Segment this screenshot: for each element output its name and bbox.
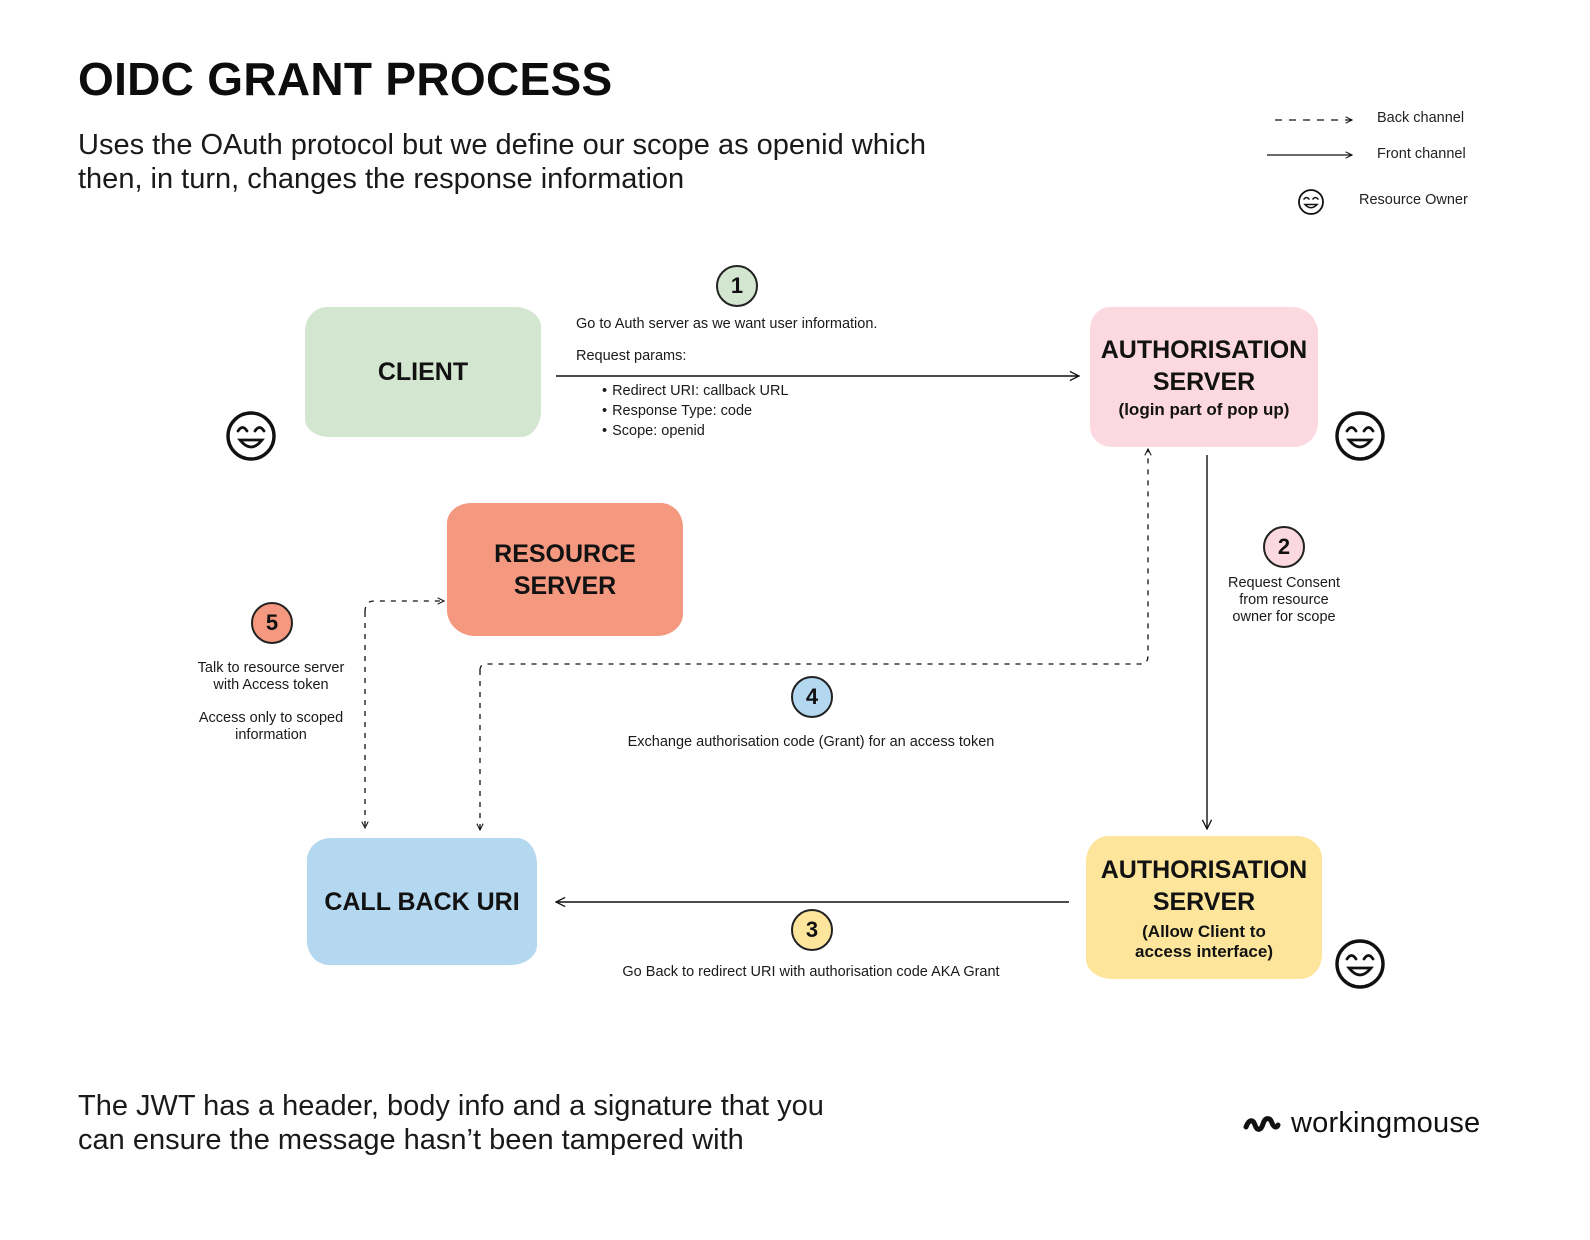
smiley-face-icon <box>226 411 276 461</box>
step-5-arrow-to-resource-server <box>364 601 444 613</box>
step-2-line: Request Consent <box>1227 575 1341 591</box>
subtitle-line: then, in turn, changes the response info… <box>78 163 685 195</box>
step-2-badge: 2 <box>1263 526 1305 568</box>
step-5-badge: 5 <box>251 602 293 644</box>
node-name-line: RESOURCE <box>494 539 636 568</box>
step-3-badge: 3 <box>791 909 833 951</box>
step-5-line: information <box>235 727 307 743</box>
list-item: Scope: openid <box>602 421 789 441</box>
footer-note: The JWT has a header, body info and a si… <box>78 1089 1078 1157</box>
step-4-description: Exchange authorisation code (Grant) for … <box>627 734 995 750</box>
callback-uri-box: CALL BACK URI <box>307 838 537 965</box>
step-5-scope-note: Access only to scoped information <box>186 710 356 744</box>
step-4-badge: 4 <box>791 676 833 718</box>
step-1-badge: 1 <box>716 265 758 307</box>
list-item: Response Type: code <box>602 401 789 421</box>
legend-back-channel-label: Back channel <box>1377 110 1465 126</box>
step-2-line: owner for scope <box>1232 609 1336 625</box>
footer-line: can ensure the message hasn’t been tampe… <box>78 1124 744 1156</box>
node-subtitle: (login part of pop up) <box>1118 400 1290 419</box>
smiley-face-icon <box>1335 939 1385 989</box>
client-label: CLIENT <box>377 358 469 386</box>
smiley-face-icon <box>1298 189 1324 215</box>
step-5-line: Talk to resource server <box>197 660 345 676</box>
brand-name: workingmouse <box>1291 1107 1481 1139</box>
brand-logo: workingmouse <box>1243 1107 1480 1140</box>
step-5-line: Access only to scoped <box>198 710 344 726</box>
step-1-params-label: Request params: <box>576 348 687 364</box>
node-name-line: SERVER <box>1152 887 1256 916</box>
step-1-description: Go to Auth server as we want user inform… <box>576 316 878 332</box>
legend-front-channel-label: Front channel <box>1377 146 1466 162</box>
smiley-face-icon <box>1335 411 1385 461</box>
step-2-line: from resource <box>1239 592 1329 608</box>
step-3-description: Go Back to redirect URI with authorisati… <box>622 964 1000 980</box>
workingmouse-logo-icon <box>1243 1115 1281 1132</box>
list-item: Redirect URI: callback URL <box>602 381 788 401</box>
authorisation-server-allow-box: AUTHORISATION SERVER (Allow Client to ac… <box>1086 836 1322 979</box>
node-subtitle-line: (Allow Client to <box>1142 921 1266 941</box>
step-4-arrow-to-auth-server <box>479 449 1148 671</box>
step-5-line: with Access token <box>213 677 329 693</box>
client-box: CLIENT <box>305 307 541 437</box>
page-subtitle: Uses the OAuth protocol but we define ou… <box>78 128 1078 196</box>
page-title: OIDC GRANT PROCESS <box>78 53 613 105</box>
node-name-line: SERVER <box>513 571 617 600</box>
authorisation-server-login-box: AUTHORISATION SERVER (login part of pop … <box>1090 307 1318 447</box>
step-1-params-list: Redirect URI: callback URL Response Type… <box>602 381 789 441</box>
resource-server-box: RESOURCE SERVER <box>447 503 683 636</box>
legend-resource-owner-label: Resource Owner <box>1359 192 1468 208</box>
node-name-line: AUTHORISATION <box>1100 336 1308 364</box>
subtitle-line: Uses the OAuth protocol but we define ou… <box>78 129 926 161</box>
step-2-description: Request Consent from resource owner for … <box>1204 575 1364 626</box>
node-subtitle-line: access interface) <box>1135 941 1273 961</box>
callback-uri-label: CALL BACK URI <box>324 887 520 916</box>
node-name-line: SERVER <box>1152 368 1256 396</box>
footer-line: The JWT has a header, body info and a si… <box>78 1090 824 1122</box>
node-name-line: AUTHORISATION <box>1100 855 1308 884</box>
step-5-description: Talk to resource server with Access toke… <box>186 660 356 694</box>
